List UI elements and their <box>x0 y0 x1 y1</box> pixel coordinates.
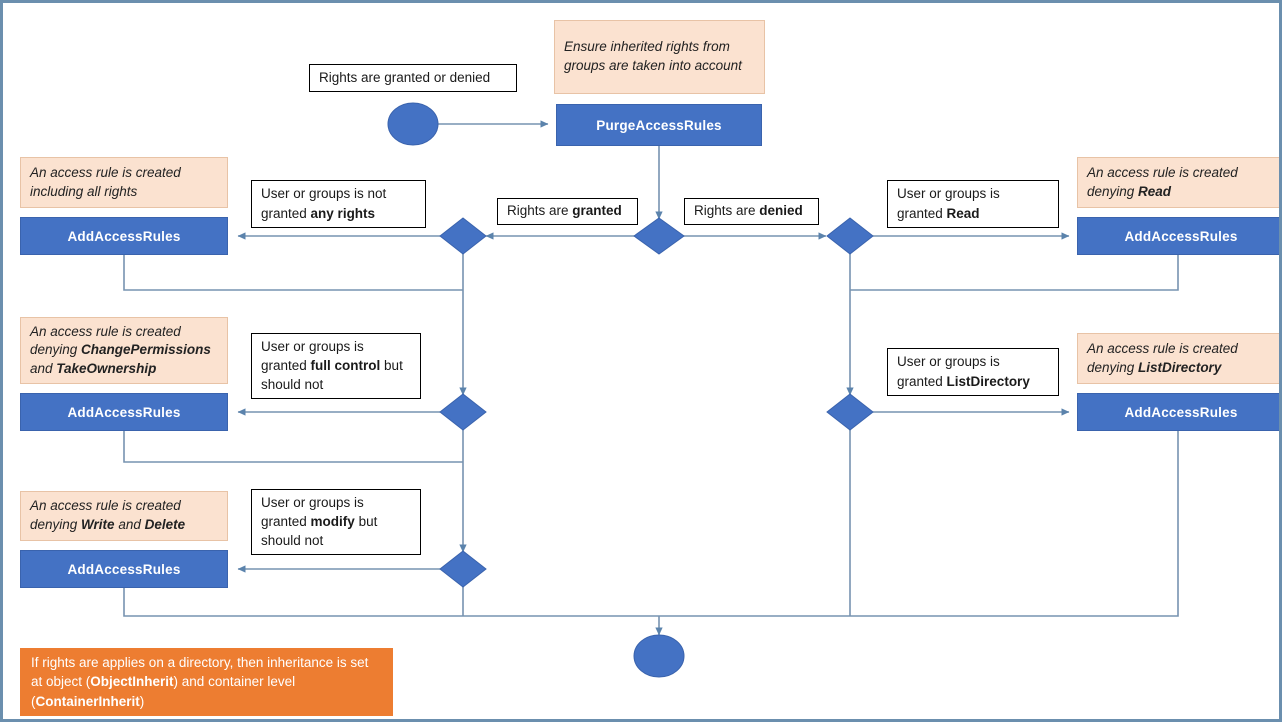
callout-left-2: An access rule is created denying Change… <box>20 317 228 384</box>
cl3-pre: An access rule is created denying <box>30 498 181 532</box>
cl3-b1: Write <box>81 517 115 532</box>
purge-callout-text: Ensure inherited rights from groups are … <box>564 39 742 73</box>
callout-left-2-text: An access rule is created denying Change… <box>30 323 218 379</box>
cl3-mid: and <box>114 517 145 532</box>
process-purge-access-rules[interactable]: PurgeAccessRules <box>556 104 762 146</box>
process-add-access-rules-right-1[interactable]: AddAccessRules <box>1077 217 1279 255</box>
callout-left-1: An access rule is created including all … <box>20 157 228 208</box>
condition-left-3: User or groups is granted modify but sho… <box>251 489 421 555</box>
decision-center <box>633 217 685 255</box>
condition-left-1: User or groups is not granted any rights <box>251 180 426 228</box>
process-right-2-label: AddAccessRules <box>1124 404 1238 420</box>
cond-l3-bold: modify <box>310 513 355 529</box>
cond-r1-pre: User or groups is granted <box>897 186 1000 221</box>
branch-granted-bold: granted <box>572 203 622 219</box>
process-left-2-label: AddAccessRules <box>67 404 181 420</box>
callout-right-1: An access rule is created denying Read <box>1077 157 1279 208</box>
cr1-b1: Read <box>1138 183 1172 199</box>
callout-right-2-text: An access rule is created denying ListDi… <box>1087 340 1275 377</box>
callout-right-1-text: An access rule is created denying Read <box>1087 164 1275 201</box>
branch-granted-text: Rights are granted <box>507 203 622 219</box>
decision-left-2 <box>439 393 487 431</box>
process-add-access-rules-left-3[interactable]: AddAccessRules <box>20 550 228 588</box>
cr1-pre: An access rule is created denying <box>1087 164 1238 199</box>
cl2-b1: ChangePermissions <box>81 342 211 358</box>
cond-l2-post: but should not <box>261 357 403 393</box>
callout-right-2: An access rule is created denying ListDi… <box>1077 333 1279 384</box>
cond-r2-bold: ListDirectory <box>946 373 1030 389</box>
branch-label-denied: Rights are denied <box>684 198 819 225</box>
start-label-text: Rights are granted or denied <box>319 69 491 85</box>
callout-left-1-text: An access rule is created including all … <box>30 164 181 199</box>
start-label-box: Rights are granted or denied <box>309 64 517 92</box>
end-node <box>633 634 685 678</box>
fn-p3: ) <box>139 693 145 709</box>
condition-left-3-text: User or groups is granted modify but sho… <box>261 493 411 550</box>
cr2-b1: ListDirectory <box>1138 359 1222 375</box>
condition-left-2-text: User or groups is granted full control b… <box>261 337 411 394</box>
purge-callout: Ensure inherited rights from groups are … <box>554 20 765 94</box>
process-add-access-rules-left-2[interactable]: AddAccessRules <box>20 393 228 431</box>
cond-l2-pre: User or groups is granted <box>261 338 364 373</box>
cl2-mid: and <box>30 360 57 376</box>
process-add-access-rules-left-1[interactable]: AddAccessRules <box>20 217 228 255</box>
decision-right-2 <box>826 393 874 431</box>
connector-layer <box>123 102 1179 678</box>
footer-note-text: If rights are applies on a directory, th… <box>31 653 382 712</box>
condition-left-2: User or groups is granted full control b… <box>251 333 421 399</box>
start-node <box>387 102 439 146</box>
fn-b2: ContainerInherit <box>35 693 140 709</box>
cl3-b2: Delete <box>144 517 186 532</box>
footer-inheritance-note: If rights are applies on a directory, th… <box>20 648 393 716</box>
cl2-b2: TakeOwnership <box>56 360 157 376</box>
cond-l1-pre: User or groups is not granted <box>261 186 387 221</box>
cl2-pre: An access rule is created denying <box>30 323 181 358</box>
cond-l1-bold: any rights <box>310 205 376 221</box>
process-purge-label: PurgeAccessRules <box>596 117 722 133</box>
decision-left-1 <box>439 217 487 255</box>
fn-p2: ) and container level ( <box>31 674 296 709</box>
cr2-pre: An access rule is created denying <box>1087 340 1238 375</box>
decision-right-1 <box>826 217 874 255</box>
condition-right-2-text: User or groups is granted ListDirectory <box>897 352 1049 390</box>
process-add-access-rules-right-2[interactable]: AddAccessRules <box>1077 393 1279 431</box>
branch-denied-bold: denied <box>759 203 803 219</box>
process-left-3-label: AddAccessRules <box>67 561 181 577</box>
branch-denied-text: Rights are denied <box>694 203 803 219</box>
process-right-1-label: AddAccessRules <box>1124 228 1238 244</box>
condition-right-2: User or groups is granted ListDirectory <box>887 348 1059 396</box>
condition-left-1-text: User or groups is not granted any rights <box>261 184 416 222</box>
fn-b1: ObjectInherit <box>90 674 174 690</box>
cond-l3-post: but should not <box>261 513 378 549</box>
decision-left-3 <box>439 550 487 588</box>
callout-left-3-text: An access rule is created denying Write … <box>30 497 218 534</box>
branch-label-granted: Rights are granted <box>497 198 638 225</box>
process-left-1-label: AddAccessRules <box>67 228 181 244</box>
cond-l2-bold: full control <box>310 357 381 373</box>
condition-right-1-text: User or groups is granted Read <box>897 184 1049 222</box>
cond-r2-pre: User or groups is granted <box>897 354 1000 389</box>
callout-left-3: An access rule is created denying Write … <box>20 491 228 541</box>
cond-r1-bold: Read <box>946 205 980 221</box>
condition-right-1: User or groups is granted Read <box>887 180 1059 228</box>
fn-p1: If rights are applies on a directory, th… <box>31 654 369 690</box>
cond-l3-pre: User or groups is granted <box>261 494 364 529</box>
